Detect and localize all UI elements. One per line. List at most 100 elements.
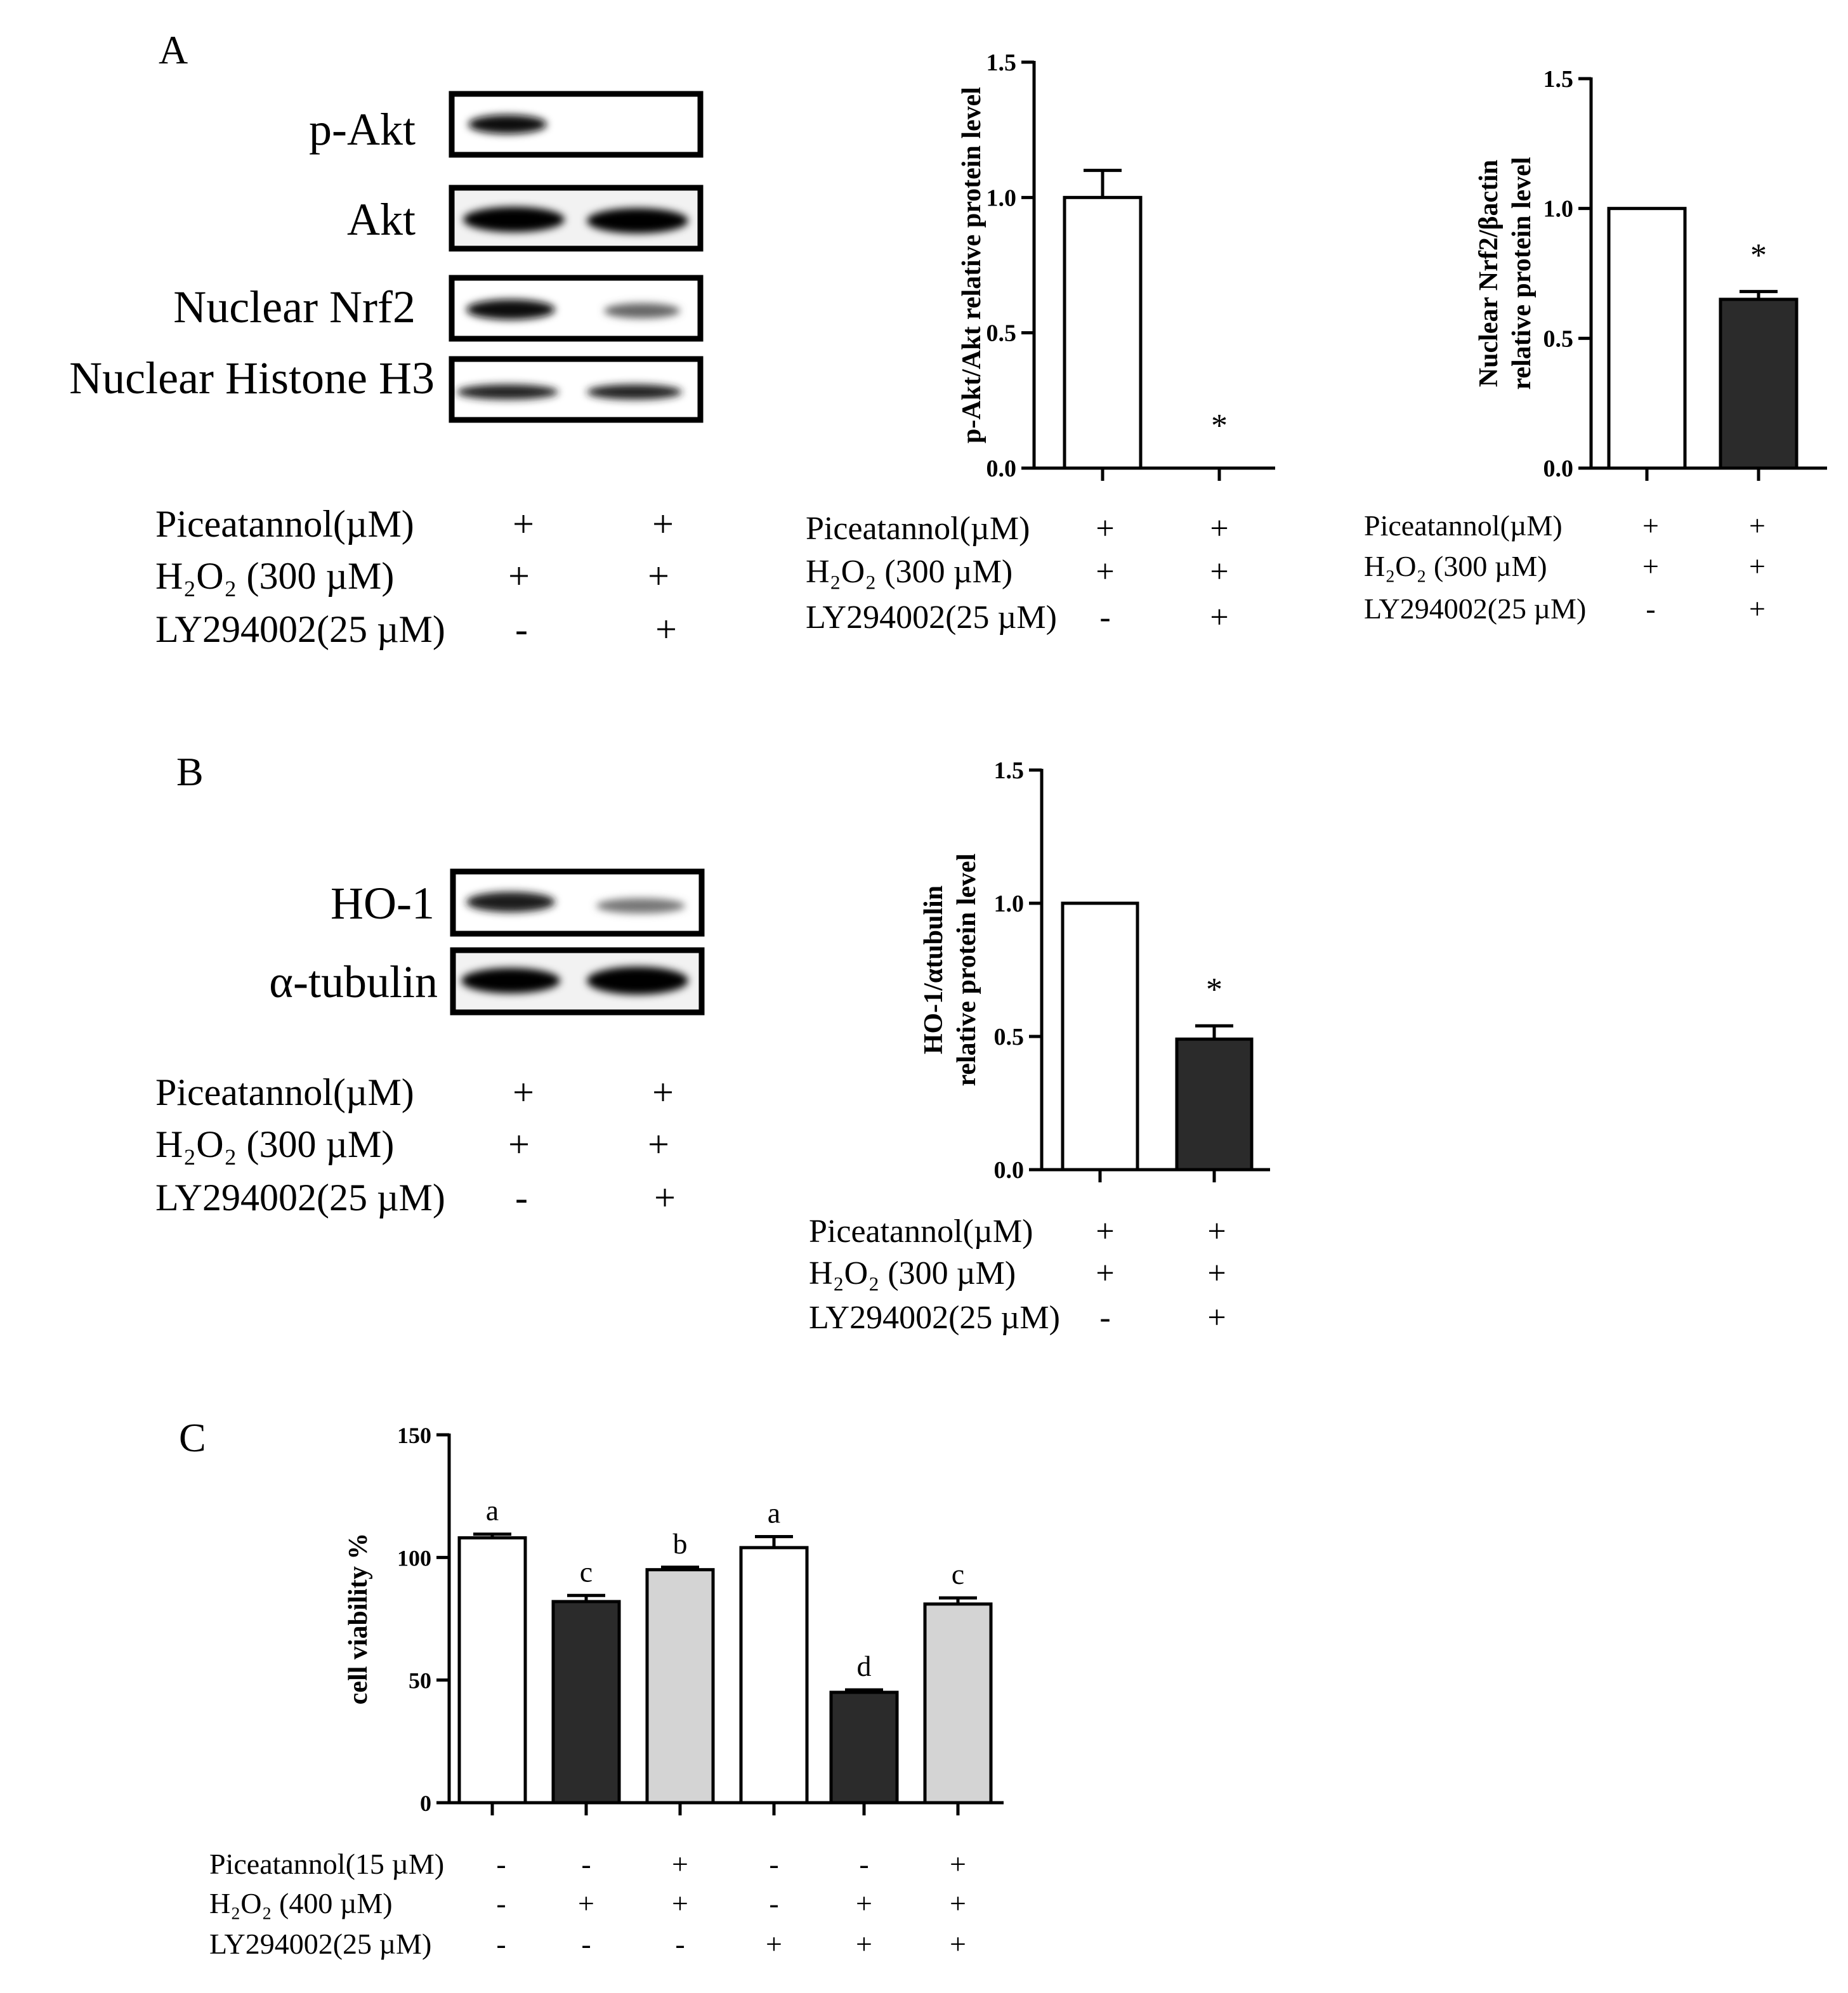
condition-label: Piceatannol(µM) — [806, 511, 1030, 547]
condition-sign: + — [1642, 550, 1659, 582]
bar — [457, 1536, 527, 1805]
bar — [739, 1546, 809, 1805]
condition-sign: + — [766, 1928, 782, 1960]
bar — [645, 1568, 715, 1805]
condition-sign: - — [515, 1177, 528, 1219]
condition-sign: + — [655, 608, 677, 650]
condition-sign: + — [652, 503, 674, 545]
condition-sign: - — [1099, 599, 1110, 636]
y-axis-label: relative protein level — [1507, 157, 1537, 389]
condition-sign: + — [1207, 1300, 1226, 1336]
y-tick-label: 0.5 — [986, 320, 1017, 347]
band-p-akt-lane1 — [468, 115, 547, 134]
panel-a-blots: p-Akt Akt Nuclear Nrf2 Nuclear Histone H… — [69, 91, 704, 423]
band-nrf2-lane2 — [604, 303, 680, 318]
condition-label: Piceatannol(µM) — [1364, 509, 1563, 542]
condition-sign: - — [1099, 1300, 1110, 1336]
significance-star: * — [1750, 238, 1767, 274]
significance-star: * — [1206, 972, 1222, 1008]
condition-label: LY294002(25 µM) — [806, 599, 1057, 636]
significance-letter: a — [768, 1496, 780, 1529]
condition-sign: + — [1210, 554, 1228, 590]
significance-star: * — [1211, 408, 1228, 444]
bar — [923, 1602, 993, 1805]
y-axis-label: Nuclear Nrf2/βactin — [1474, 160, 1504, 387]
condition-sign: + — [513, 503, 534, 545]
significance-letter: d — [857, 1650, 872, 1682]
condition-sign: + — [1210, 511, 1228, 547]
condition-label: H₂O₂ (300 µM) — [155, 1123, 394, 1165]
condition-label: Piceatannol(µM) — [155, 503, 414, 545]
condition-sign: + — [1749, 509, 1766, 542]
condition-sign: + — [578, 1887, 594, 1919]
condition-label: LY294002(25 µM) — [809, 1300, 1060, 1336]
condition-label: Piceatannol(µM) — [809, 1213, 1033, 1250]
band-ho1-lane1 — [466, 892, 555, 912]
blot-label-alpha-tubulin: α-tubulin — [269, 957, 438, 1007]
condition-sign: - — [496, 1848, 506, 1880]
panel-b-blots: HO-1 α-tubulin — [269, 868, 705, 1016]
condition-sign: + — [648, 1123, 669, 1165]
y-tick-label: 1.5 — [986, 49, 1017, 76]
condition-label: H₂O₂ (400 µM) — [209, 1887, 393, 1919]
bar — [551, 1600, 621, 1805]
condition-sign: + — [652, 1071, 674, 1113]
y-axis-label: cell viability % — [344, 1533, 373, 1705]
condition-sign: - — [496, 1928, 506, 1960]
panel-label-c: C — [179, 1415, 206, 1460]
condition-sign: - — [515, 608, 528, 650]
y-axis-label: relative protein level — [952, 853, 981, 1086]
blot-label-nuclear-histone-h3: Nuclear Histone H3 — [69, 353, 435, 403]
condition-sign: + — [672, 1848, 688, 1880]
y-tick-label: 0.0 — [1543, 455, 1574, 482]
condition-sign: - — [581, 1848, 591, 1880]
significance-letter: c — [580, 1555, 593, 1588]
y-axis-label: HO-1/αtubulin — [919, 885, 948, 1054]
condition-label: LY294002(25 µM) — [209, 1928, 431, 1960]
y-tick-label: 1.0 — [986, 185, 1017, 211]
y-tick-label: 1.0 — [1543, 196, 1574, 223]
condition-label: H₂O₂ (300 µM) — [806, 554, 1012, 590]
condition-sign: + — [1096, 1213, 1114, 1250]
blot-label-akt: Akt — [347, 194, 416, 245]
band-akt-lane1 — [463, 207, 565, 232]
bar — [829, 1690, 899, 1805]
condition-sign: - — [581, 1928, 591, 1960]
y-tick-label: 0.0 — [994, 1157, 1025, 1184]
bar — [1061, 901, 1139, 1172]
condition-label: Piceatannol(15 µM) — [209, 1848, 444, 1880]
band-nrf2-lane1 — [466, 299, 555, 320]
condition-sign: + — [1210, 599, 1228, 636]
condition-sign: + — [950, 1848, 966, 1880]
y-tick-label: 1.0 — [994, 891, 1025, 917]
condition-sign: - — [859, 1848, 868, 1880]
condition-sign: + — [1642, 509, 1659, 542]
blot-label-ho-1: HO-1 — [331, 878, 435, 929]
condition-sign: + — [856, 1928, 872, 1960]
condition-sign: + — [950, 1928, 966, 1960]
condition-sign: + — [648, 555, 669, 597]
condition-sign: - — [769, 1848, 778, 1880]
panel-label-a: A — [159, 27, 188, 72]
condition-sign: + — [508, 1123, 530, 1165]
band-akt-lane2 — [587, 208, 688, 233]
chart-p-akt: 0.00.51.01.5p-Akt/Akt relative protein l… — [806, 49, 1275, 636]
condition-label: LY294002(25 µM) — [155, 1177, 445, 1219]
significance-letter: a — [486, 1494, 499, 1527]
condition-sign: + — [1096, 1255, 1114, 1291]
condition-sign: - — [1646, 592, 1655, 625]
condition-sign: + — [1207, 1213, 1226, 1250]
y-tick-label: 150 — [397, 1423, 431, 1448]
condition-label: LY294002(25 µM) — [155, 608, 445, 650]
bar — [1719, 297, 1799, 470]
panel-label-b: B — [176, 749, 204, 794]
bar — [1175, 1037, 1254, 1172]
band-ho1-lane2 — [596, 898, 685, 913]
condition-sign: + — [1096, 554, 1114, 590]
panel-c-conditions: Piceatannol(15 µM) H₂O₂ (400 µM) LY29400… — [209, 1848, 444, 1960]
condition-sign: - — [675, 1928, 685, 1960]
band-h3-lane2 — [587, 384, 682, 400]
panel-a-conditions: Piceatannol(µM) + + H₂O₂ (300 µM) + + LY… — [155, 503, 677, 650]
